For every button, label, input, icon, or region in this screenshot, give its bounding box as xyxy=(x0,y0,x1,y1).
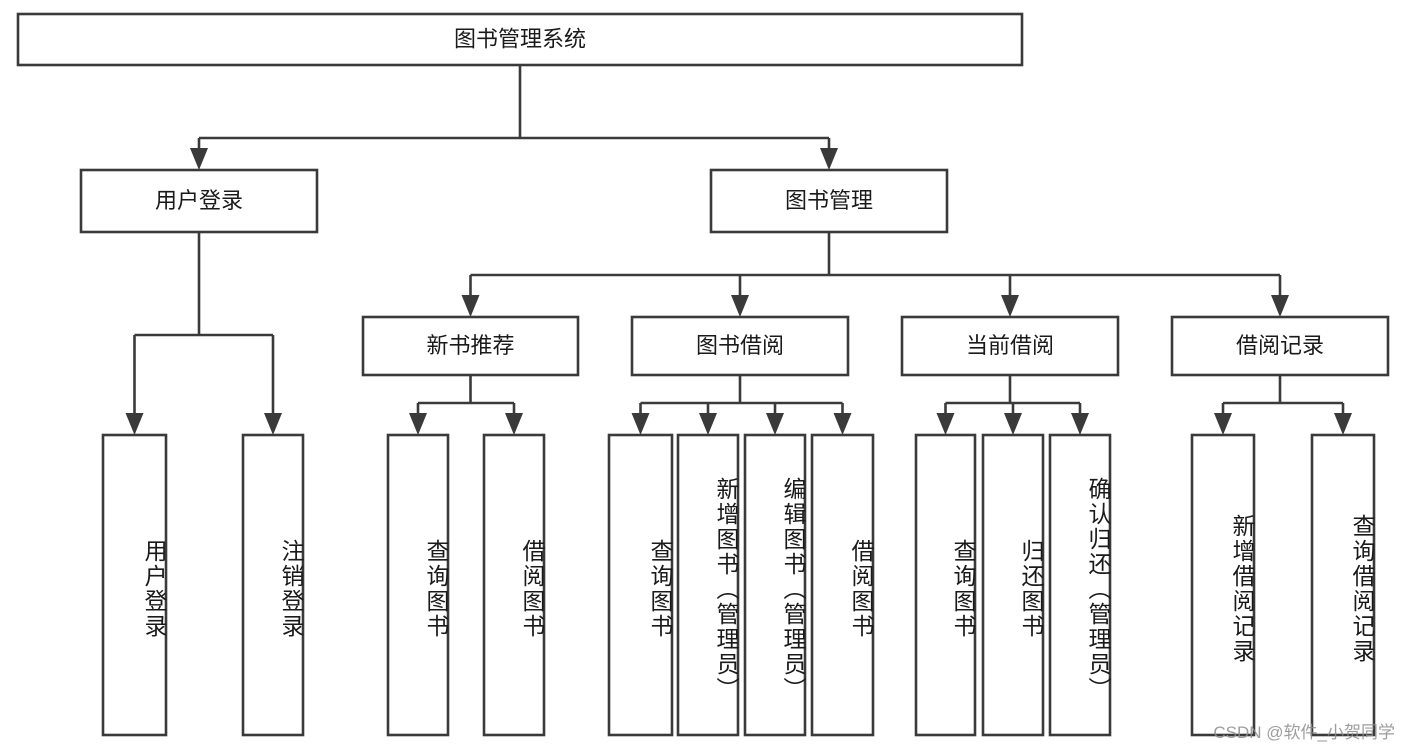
arrow-head-icon xyxy=(125,413,144,435)
level3-label-2: 当前借阅 xyxy=(966,333,1054,358)
arrow-head-icon xyxy=(1334,413,1352,435)
leaf-box-5[interactable] xyxy=(676,433,740,737)
root-label-0: 图书管理系统 xyxy=(454,26,586,51)
connectors-layer xyxy=(125,65,1352,435)
arrow-head-icon xyxy=(1004,413,1022,435)
root-box-0[interactable] xyxy=(16,12,1024,67)
arrow-head-icon xyxy=(631,413,650,435)
level3-label-3: 借阅记录 xyxy=(1236,333,1324,358)
leaf-box-1[interactable] xyxy=(241,433,305,737)
leaf-box-4[interactable] xyxy=(607,433,674,737)
level3-box-2[interactable] xyxy=(900,315,1120,377)
level2-label-0: 用户登录 xyxy=(155,188,243,213)
arrow-head-icon xyxy=(1214,413,1232,435)
arrow-head-icon xyxy=(1271,295,1289,317)
arrow-head-icon xyxy=(699,413,717,435)
watermark: CSDN @软件_小贺同学 xyxy=(1213,723,1395,742)
level2-label-1: 图书管理 xyxy=(785,188,873,213)
arrow-head-icon xyxy=(1071,413,1089,435)
arrow-head-icon xyxy=(1001,295,1019,317)
leaf-box-11[interactable] xyxy=(1190,433,1256,737)
level3-box-3[interactable] xyxy=(1170,315,1390,377)
arrow-head-icon xyxy=(505,413,523,435)
boxes-layer xyxy=(16,12,1390,737)
level3-box-0[interactable] xyxy=(361,315,580,377)
arrow-head-icon xyxy=(936,413,955,435)
arrow-head-icon xyxy=(833,413,852,435)
leaf-box-2[interactable] xyxy=(386,433,450,737)
arrow-head-icon xyxy=(409,413,427,435)
arrow-head-icon xyxy=(190,148,208,170)
level3-box-1[interactable] xyxy=(630,315,850,377)
leaf-box-7[interactable] xyxy=(810,433,875,737)
leaf-box-8[interactable] xyxy=(914,433,977,737)
level2-box-1[interactable] xyxy=(709,168,949,234)
leaf-box-0[interactable] xyxy=(101,433,168,737)
arrow-head-icon xyxy=(264,413,282,435)
arrow-head-icon xyxy=(820,148,838,170)
leaf-box-3[interactable] xyxy=(482,433,546,737)
arrow-head-icon xyxy=(731,295,749,317)
leaf-box-12[interactable] xyxy=(1310,433,1376,737)
level2-box-0[interactable] xyxy=(79,168,319,234)
level3-label-0: 新书推荐 xyxy=(426,333,514,358)
leaf-box-9[interactable] xyxy=(981,433,1045,737)
arrow-head-icon xyxy=(461,295,480,317)
arrow-head-icon xyxy=(766,413,784,435)
leaf-box-10[interactable] xyxy=(1048,433,1112,737)
level3-label-1: 图书借阅 xyxy=(696,333,784,358)
leaf-box-6[interactable] xyxy=(743,433,807,737)
